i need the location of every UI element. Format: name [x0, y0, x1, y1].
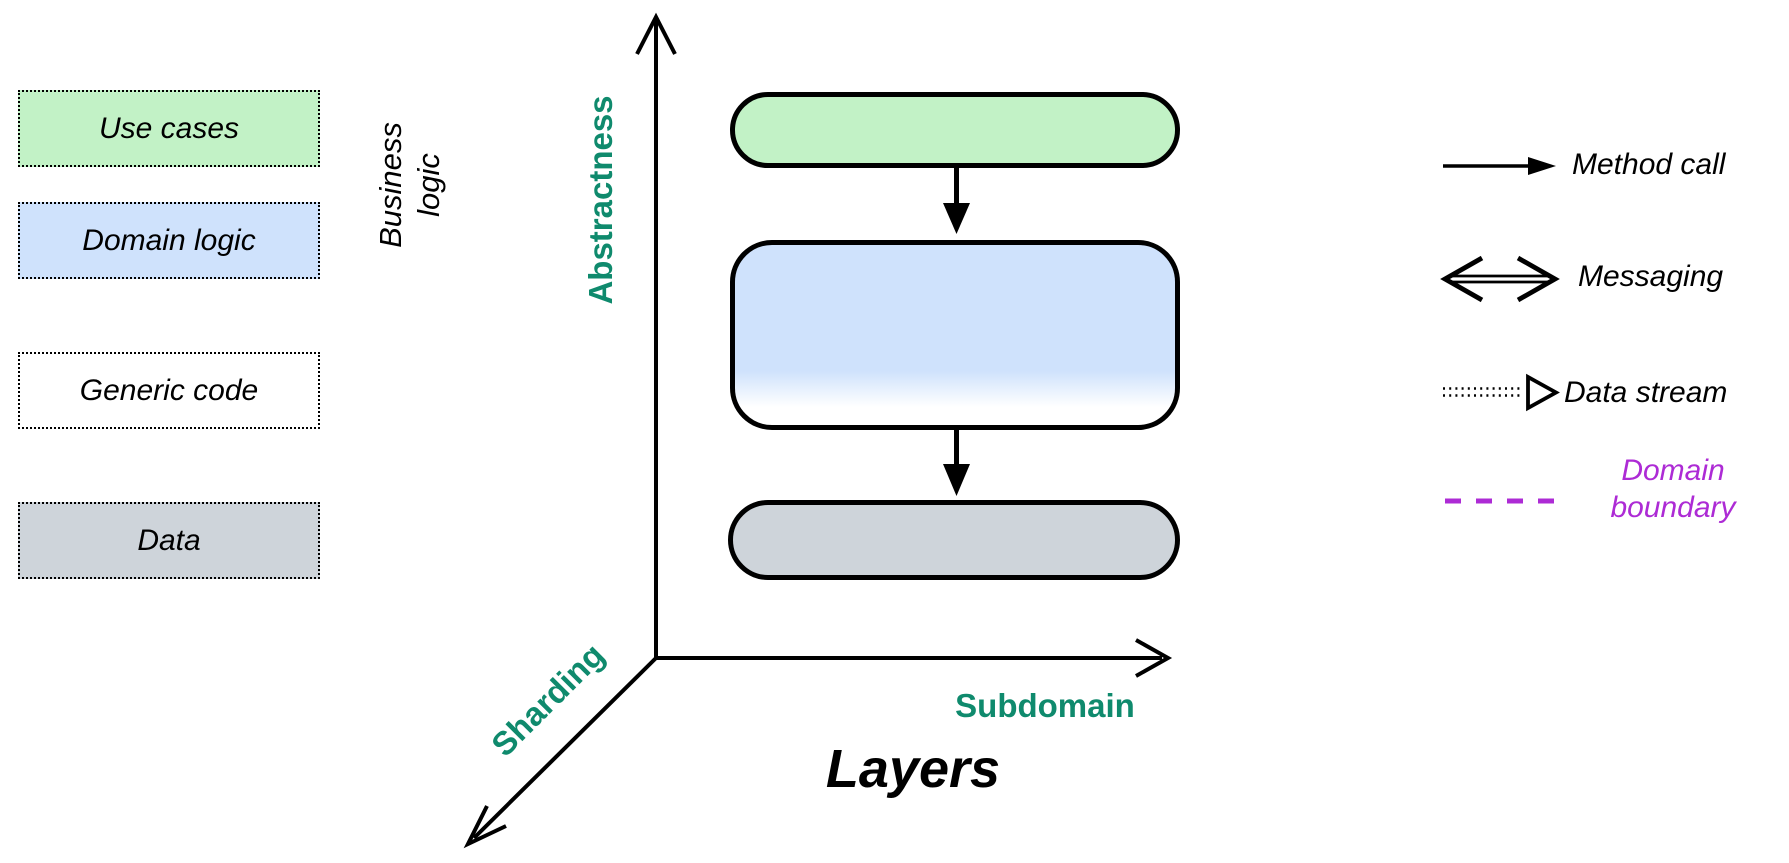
abstractness-axis-label: Abstractness: [582, 95, 619, 305]
method-call-label: Method call: [1572, 148, 1726, 181]
data-stream-label: Data stream: [1564, 376, 1728, 409]
legend-box-generic-code: Generic code: [18, 352, 320, 429]
method-call-arrow-top: [943, 168, 970, 234]
messaging-label: Messaging: [1578, 260, 1724, 293]
domain-boundary-dashed-line-icon: [1445, 498, 1557, 504]
legend-box-use-cases: Use cases: [18, 90, 320, 167]
use-cases-layer-box: [730, 92, 1180, 168]
right-arrowhead-icon: [1135, 638, 1173, 678]
down-arrowhead-icon: [943, 203, 970, 234]
data-stream-arrow-icon: [1443, 373, 1560, 412]
messaging-double-arrow-icon: [1440, 255, 1560, 303]
method-call-arrow-bottom: [943, 430, 970, 496]
method-call-arrow-icon: [1443, 157, 1556, 175]
legend-box-use-cases-label: Use cases: [98, 111, 240, 145]
domain-logic-layer-box: [730, 240, 1180, 430]
legend-box-domain-logic-label: Domain logic: [82, 223, 256, 257]
data-layer-box: [728, 500, 1180, 580]
down-arrowhead-icon: [943, 464, 970, 496]
legend-box-domain-logic: Domain logic: [18, 202, 320, 279]
diagram-title: Layers: [825, 739, 1001, 799]
legend-box-generic-code-label: Generic code: [79, 373, 259, 407]
legend-box-data: Data: [18, 502, 320, 579]
abstractness-axis: [635, 12, 677, 658]
diagonal-arrowhead-icon: [463, 805, 507, 849]
legend-box-data-label: Data: [137, 523, 201, 557]
up-arrowhead-icon: [635, 12, 677, 55]
domain-boundary-label: Domain boundary: [1610, 454, 1736, 524]
subdomain-axis: [656, 638, 1173, 678]
sharding-axis: [463, 656, 658, 849]
subdomain-axis-label: Subdomain: [955, 687, 1135, 724]
